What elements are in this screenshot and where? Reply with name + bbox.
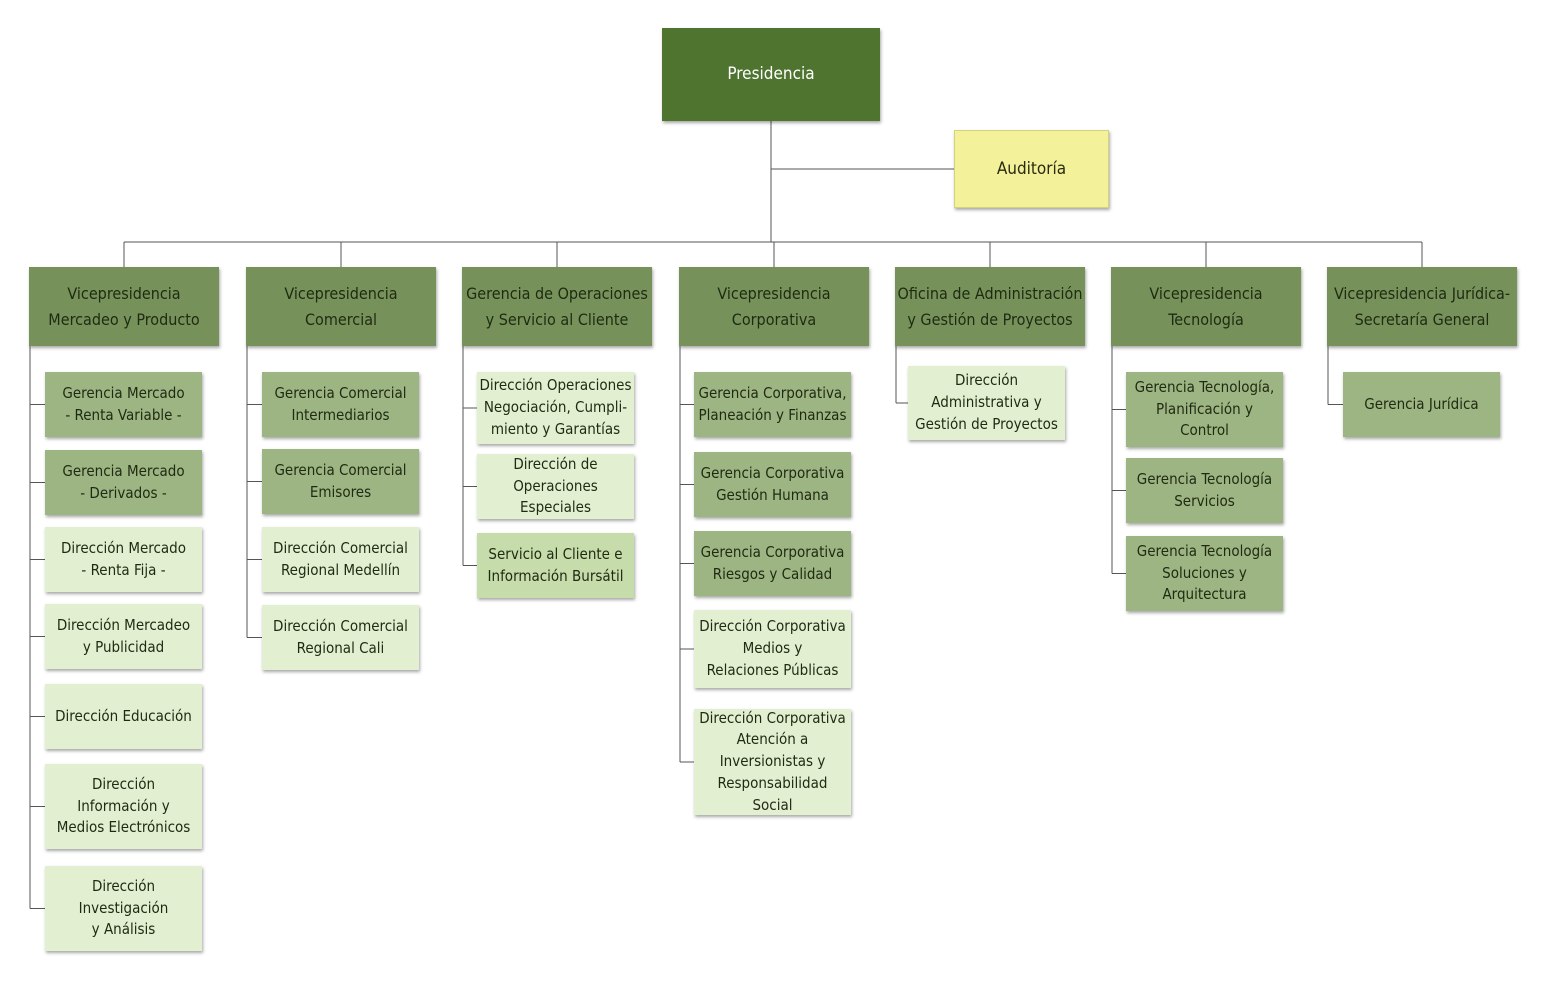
branch-2-child-1-box-label: Dirección de Operaciones Especiales (513, 454, 598, 517)
branch-3-child-2-box: Gerencia Corporativa Riesgos y Calidad (694, 531, 851, 596)
branch-1-child-1-box: Gerencia Comercial Emisores (262, 449, 419, 514)
branch-0-child-5-box-label: Dirección Información y Medios Electróni… (56, 774, 191, 837)
branch-3-child-0-box: Gerencia Corporativa, Planeación y Finan… (694, 372, 851, 437)
branch-2-child-2-box: Servicio al Cliente e Información Bursát… (477, 533, 634, 598)
branch-2-child-0-box: Dirección Operaciones Negociación, Cumpl… (477, 372, 634, 444)
branch-1-child-1-box-label: Gerencia Comercial Emisores (274, 460, 407, 501)
branch-4-child-0-box: Dirección Administrativa y Gestión de Pr… (908, 366, 1065, 440)
branch-0-child-1-box-label: Gerencia Mercado - Derivados - (62, 461, 185, 502)
branch-3-child-1-box: Gerencia Corporativa Gestión Humana (694, 452, 851, 517)
branch-3-child-4-box: Dirección Corporativa Atención a Inversi… (694, 709, 851, 815)
presidencia-label: Presidencia (727, 64, 815, 85)
branch-2-child-1-box: Dirección de Operaciones Especiales (477, 454, 634, 519)
branch-6-child-0-box-label: Gerencia Jurídica (1364, 394, 1479, 413)
presidencia-box: Presidencia (662, 28, 880, 121)
branch-1-child-0-box: Gerencia Comercial Intermediarios (262, 372, 419, 437)
branch-2-box-label: Gerencia de Operaciones y Servicio al Cl… (466, 283, 648, 329)
branch-3-child-0-box-label: Gerencia Corporativa, Planeación y Finan… (698, 383, 847, 424)
branch-3-child-1-box-label: Gerencia Corporativa Gestión Humana (700, 463, 845, 504)
branch-0-child-1-box: Gerencia Mercado - Derivados - (45, 450, 202, 515)
branch-5-child-0-box-label: Gerencia Tecnología, Planificación y Con… (1134, 377, 1275, 440)
branch-3-child-4-box-label: Dirección Corporativa Atención a Inversi… (699, 708, 846, 814)
branch-0-child-4-box: Dirección Educación (45, 684, 202, 749)
branch-1-child-0-box-label: Gerencia Comercial Intermediarios (274, 383, 407, 424)
branch-5-child-2-box: Gerencia Tecnología Soluciones y Arquite… (1126, 536, 1283, 611)
branch-6-box-label: Vicepresidencia Jurídica- Secretaría Gen… (1333, 283, 1511, 329)
auditoria-box: Auditoría (954, 130, 1109, 208)
branch-0-child-4-box-label: Dirección Educación (55, 706, 192, 725)
branch-0-child-0-box-label: Gerencia Mercado - Renta Variable - (62, 383, 185, 424)
branch-2-box: Gerencia de Operaciones y Servicio al Cl… (462, 267, 652, 346)
branch-0-box-label: Vicepresidencia Mercadeo y Producto (48, 283, 200, 329)
branch-2-child-0-box-label: Dirección Operaciones Negociación, Cumpl… (479, 376, 632, 438)
auditoria-label: Auditoría (996, 158, 1067, 179)
branch-5-box: Vicepresidencia Tecnología (1111, 267, 1301, 346)
branch-0-child-5-box: Dirección Información y Medios Electróni… (45, 764, 202, 849)
branch-3-child-2-box-label: Gerencia Corporativa Riesgos y Calidad (700, 542, 845, 583)
branch-4-box-label: Oficina de Administración y Gestión de P… (897, 283, 1083, 329)
branch-0-child-3-box-label: Dirección Mercadeo y Publicidad (56, 615, 191, 656)
branch-5-child-0-box: Gerencia Tecnología, Planificación y Con… (1126, 372, 1283, 447)
branch-1-box-label: Vicepresidencia Comercial (284, 283, 398, 329)
branch-1-child-3-box: Dirección Comercial Regional Cali (262, 605, 419, 670)
branch-3-child-3-box: Dirección Corporativa Medios y Relacione… (694, 610, 851, 688)
branch-0-box: Vicepresidencia Mercadeo y Producto (29, 267, 219, 346)
branch-1-child-2-box: Dirección Comercial Regional Medellín (262, 527, 419, 592)
branch-4-box: Oficina de Administración y Gestión de P… (895, 267, 1085, 346)
branch-1-child-3-box-label: Dirección Comercial Regional Cali (273, 616, 408, 657)
branch-5-child-2-box-label: Gerencia Tecnología Soluciones y Arquite… (1136, 541, 1273, 604)
branch-1-box: Vicepresidencia Comercial (246, 267, 436, 346)
branch-4-child-0-box-label: Dirección Administrativa y Gestión de Pr… (915, 371, 1058, 433)
branch-0-child-2-box-label: Dirección Mercado - Renta Fija - (60, 538, 187, 579)
branch-3-box-label: Vicepresidencia Corporativa (717, 283, 831, 329)
branch-3-child-3-box-label: Dirección Corporativa Medios y Relacione… (699, 617, 846, 679)
branch-3-box: Vicepresidencia Corporativa (679, 267, 869, 346)
branch-0-child-0-box: Gerencia Mercado - Renta Variable - (45, 372, 202, 437)
branch-5-box-label: Vicepresidencia Tecnología (1149, 283, 1263, 329)
branch-0-child-6-box: Dirección Investigación y Análisis (45, 866, 202, 951)
branch-5-child-1-box: Gerencia Tecnología Servicios (1126, 458, 1283, 523)
branch-1-child-2-box-label: Dirección Comercial Regional Medellín (273, 538, 408, 579)
branch-5-child-1-box-label: Gerencia Tecnología Servicios (1136, 469, 1273, 510)
branch-0-child-6-box-label: Dirección Investigación y Análisis (78, 876, 169, 939)
branch-2-child-2-box-label: Servicio al Cliente e Información Bursát… (487, 544, 624, 585)
branch-6-box: Vicepresidencia Jurídica- Secretaría Gen… (1327, 267, 1517, 346)
branch-0-child-3-box: Dirección Mercadeo y Publicidad (45, 604, 202, 669)
branch-6-child-0-box: Gerencia Jurídica (1343, 372, 1500, 437)
branch-0-child-2-box: Dirección Mercado - Renta Fija - (45, 527, 202, 592)
